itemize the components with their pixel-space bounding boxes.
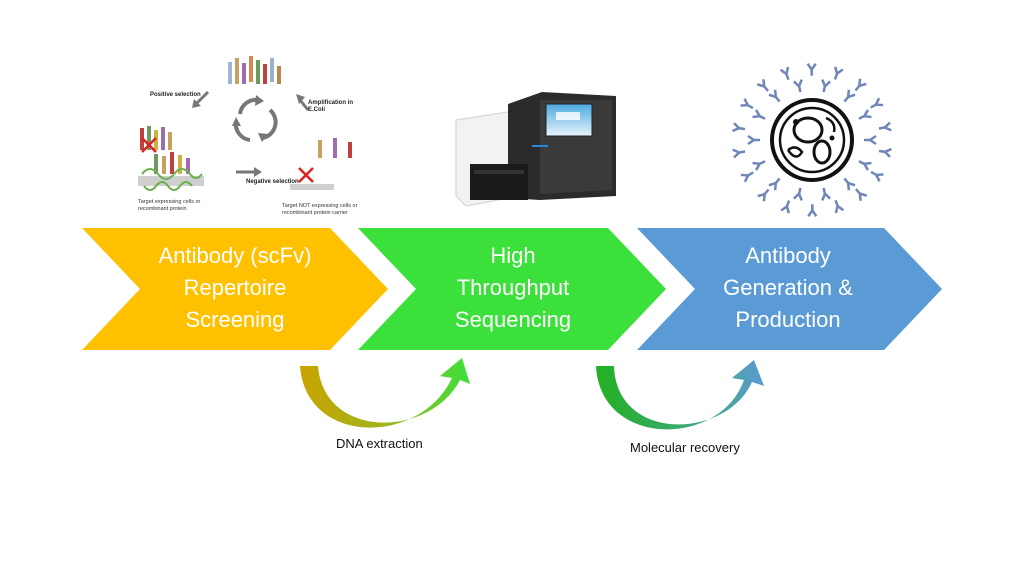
amplification-label: Amplification in E.Coli xyxy=(308,100,353,113)
step-label-line: Sequencing xyxy=(454,307,572,332)
antibody-icon xyxy=(768,89,781,103)
step-label-screening: Antibody (scFv) Repertoire Screening xyxy=(120,240,350,336)
step-label-line: Antibody xyxy=(745,243,831,268)
step-label-line: Repertoire xyxy=(183,275,287,300)
antibody-icon xyxy=(854,78,867,92)
step-chevron-sequencing xyxy=(358,228,666,350)
antibody-icon xyxy=(854,188,868,201)
antibody-icon xyxy=(732,148,746,159)
antibody-icon xyxy=(752,109,766,120)
antibody-icon xyxy=(807,204,818,217)
step-label-line: Antibody (scFv) xyxy=(158,243,312,268)
molecular-recovery-label: Molecular recovery xyxy=(630,440,740,455)
antibody-icon xyxy=(858,109,872,120)
antibody-icon xyxy=(779,66,790,81)
antibody-icon xyxy=(740,171,754,183)
step-label-line: High xyxy=(490,243,536,268)
antibody-icon xyxy=(870,97,884,109)
sequencer-machine-image xyxy=(455,92,616,207)
antibody-icon xyxy=(740,98,754,110)
step-chevron-screening xyxy=(82,228,388,350)
step-label-line: Screening xyxy=(185,307,285,332)
molecular-recovery-arrow xyxy=(596,360,764,430)
antibody-icon xyxy=(768,177,781,191)
target-cells-label: Target expressing cells or recombinant p… xyxy=(138,199,201,212)
negative-selection-label: Negative selection xyxy=(246,179,299,185)
antibody-icon xyxy=(747,134,760,146)
antibody-icon xyxy=(821,79,832,93)
antibody-icon xyxy=(806,63,817,76)
step-label-line: Throughput xyxy=(456,275,570,300)
cell-with-antibodies-image xyxy=(731,63,893,217)
antibody-icon xyxy=(843,89,856,103)
step-label-line: Generation & xyxy=(723,275,853,300)
antibody-icon xyxy=(731,122,746,133)
antibody-icon xyxy=(792,187,803,201)
antibody-icon xyxy=(821,187,832,201)
step-label-line: Production xyxy=(735,307,841,332)
antibody-icon xyxy=(833,66,844,80)
antibody-icon xyxy=(843,177,856,191)
antibody-icon xyxy=(878,121,892,132)
step-label-production: Antibody Generation & Production xyxy=(673,240,903,336)
antibody-icon xyxy=(792,79,803,93)
antibody-icon xyxy=(858,160,872,171)
antibody-icon xyxy=(864,134,877,146)
step-label-sequencing: High Throughput Sequencing xyxy=(398,240,628,336)
panning-cycle-illustration xyxy=(138,56,352,191)
antibody-icon xyxy=(834,199,845,214)
target-not-cells-label: Target NOT expressing cells or recombina… xyxy=(282,203,358,216)
antibody-icon xyxy=(878,147,893,158)
step-chevron-production xyxy=(637,228,942,350)
antibody-icon xyxy=(780,200,791,214)
antibody-icon xyxy=(756,79,770,92)
antibody-icon xyxy=(757,188,770,202)
dna-extraction-label: DNA extraction xyxy=(336,436,423,451)
antibody-icon xyxy=(870,170,884,182)
positive-selection-label: Positive selection xyxy=(150,92,201,98)
dna-extraction-arrow xyxy=(300,358,470,428)
antibody-icon xyxy=(752,160,766,171)
